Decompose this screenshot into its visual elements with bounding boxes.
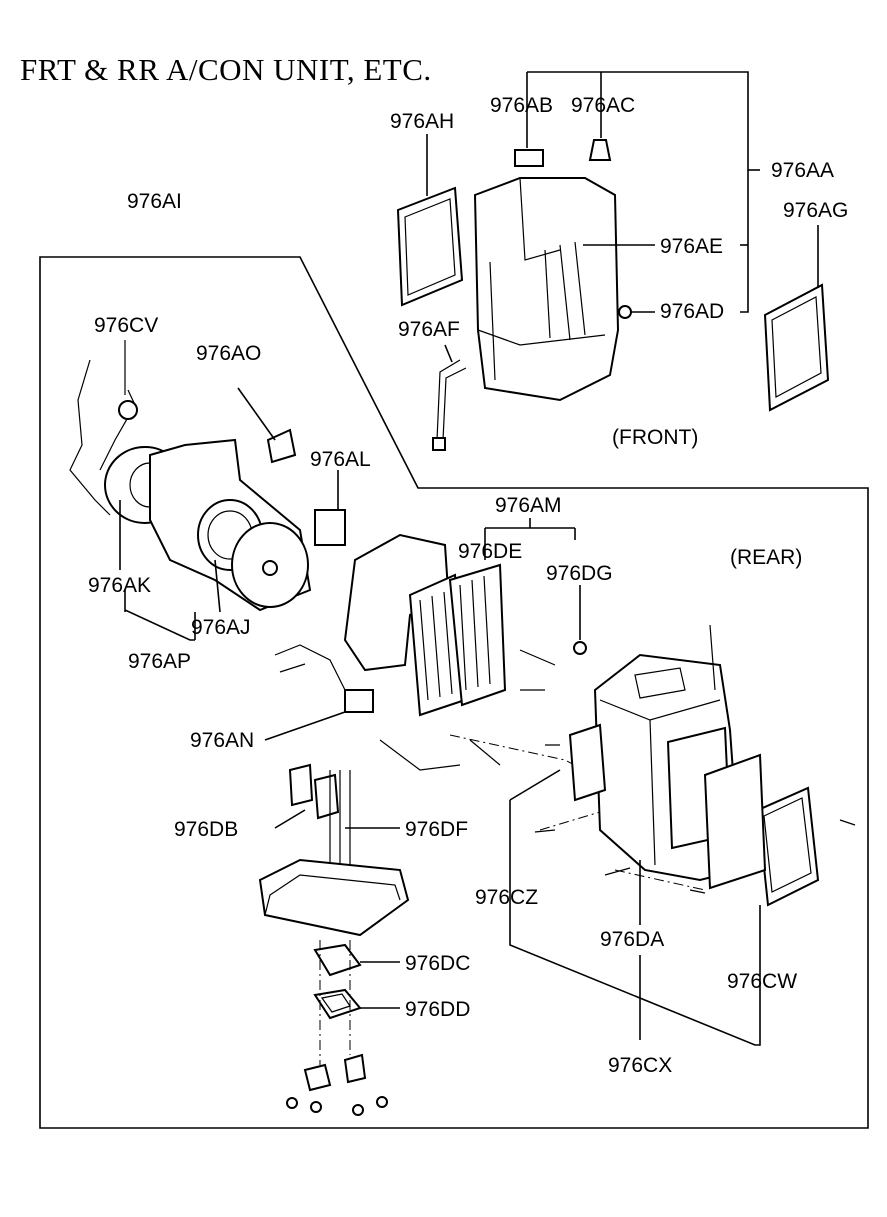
label-front: (FRONT) bbox=[612, 426, 698, 449]
label-976AP: 976AP bbox=[128, 650, 191, 673]
label-976AH: 976AH bbox=[390, 110, 454, 133]
part-976AB bbox=[514, 149, 544, 167]
label-976CZ: 976CZ bbox=[475, 886, 538, 909]
drain-pan bbox=[258, 858, 410, 937]
part-labels: 976AH 976AB 976AC 976AA 976AG 976AE 976A… bbox=[88, 94, 848, 1077]
label-976AG: 976AG bbox=[783, 199, 848, 222]
label-976AB: 976AB bbox=[490, 94, 553, 117]
diagram-title: FRT & RR A/CON UNIT, ETC. bbox=[20, 52, 432, 87]
rear-evaporator-group bbox=[264, 518, 706, 891]
label-976CW: 976CW bbox=[727, 970, 797, 993]
label-976DC: 976DC bbox=[405, 952, 470, 975]
rear-blower-group bbox=[69, 340, 346, 641]
label-976AN: 976AN bbox=[190, 729, 254, 752]
label-976DF: 976DF bbox=[405, 818, 468, 841]
rear-unit-frame bbox=[39, 256, 869, 1129]
rear-housing-group bbox=[509, 624, 856, 1046]
drain-assembly-group bbox=[258, 763, 410, 1116]
front-unit-group bbox=[396, 71, 830, 451]
label-976DD: 976DD bbox=[405, 998, 470, 1021]
label-976AF: 976AF bbox=[398, 318, 460, 341]
gasket-976AH bbox=[396, 186, 464, 307]
label-976AK: 976AK bbox=[88, 574, 151, 597]
label-976AD: 976AD bbox=[660, 300, 724, 323]
label-976AE: 976AE bbox=[660, 235, 723, 258]
gasket-976AG bbox=[763, 283, 830, 412]
part-976AC bbox=[588, 139, 612, 161]
label-976AO: 976AO bbox=[196, 342, 261, 365]
label-976AJ: 976AJ bbox=[191, 616, 251, 639]
label-976DA: 976DA bbox=[600, 928, 664, 951]
front-evaporator-housing bbox=[473, 177, 620, 402]
label-976DB: 976DB bbox=[174, 818, 238, 841]
label-976CV: 976CV bbox=[94, 314, 158, 337]
label-976DE: 976DE bbox=[458, 540, 522, 563]
label-976CX: 976CX bbox=[608, 1054, 672, 1077]
label-976AA: 976AA bbox=[771, 159, 834, 182]
label-976AM: 976AM bbox=[495, 494, 562, 517]
rear-duct bbox=[343, 533, 450, 672]
label-rear: (REAR) bbox=[730, 546, 802, 569]
label-976DG: 976DG bbox=[546, 562, 613, 585]
label-976AL: 976AL bbox=[310, 448, 371, 471]
label-976AI: 976AI bbox=[127, 190, 182, 213]
label-976AC: 976AC bbox=[571, 94, 635, 117]
